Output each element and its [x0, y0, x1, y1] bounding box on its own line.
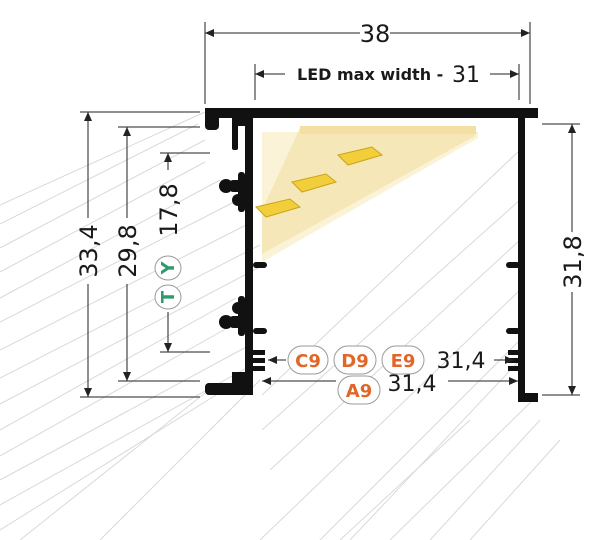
led-strip-edge	[300, 126, 476, 134]
extrusion-lines	[0, 111, 561, 540]
slot-width-lower-value: 31,4	[388, 372, 437, 397]
badge-e9-label: E9	[391, 351, 416, 372]
led-chip	[255, 198, 302, 218]
badge-a9-label: A9	[346, 381, 372, 402]
overall-width-value: 38	[360, 20, 391, 48]
led-strip	[262, 128, 475, 254]
dimension-lines	[80, 22, 580, 398]
badge-y-label: Y	[158, 261, 179, 276]
led-max-width-label: LED max width -	[297, 65, 443, 84]
led-chip	[337, 146, 384, 166]
badge-d9-label: D9	[341, 351, 368, 372]
left-outer-height-value: 33,4	[75, 224, 103, 277]
badge-e9: E9	[381, 345, 425, 375]
profile-cross-section	[205, 108, 538, 402]
slot-width-upper-value: 31,4	[437, 349, 486, 374]
badge-c9: C9	[287, 345, 329, 375]
badge-a9: A9	[337, 375, 381, 405]
badge-t-label: T	[158, 290, 179, 303]
led-max-width-value: 31	[452, 63, 480, 88]
badge-y: Y	[154, 255, 182, 281]
right-height-value: 31,8	[559, 235, 587, 288]
badge-t: T	[154, 284, 182, 310]
led-chip	[291, 173, 338, 193]
arrowheads	[84, 29, 576, 397]
groove-height-value: 17,8	[155, 183, 183, 236]
badge-d9: D9	[333, 345, 377, 375]
left-inner-height-value: 29,8	[114, 224, 142, 277]
badge-c9-label: C9	[295, 351, 321, 372]
